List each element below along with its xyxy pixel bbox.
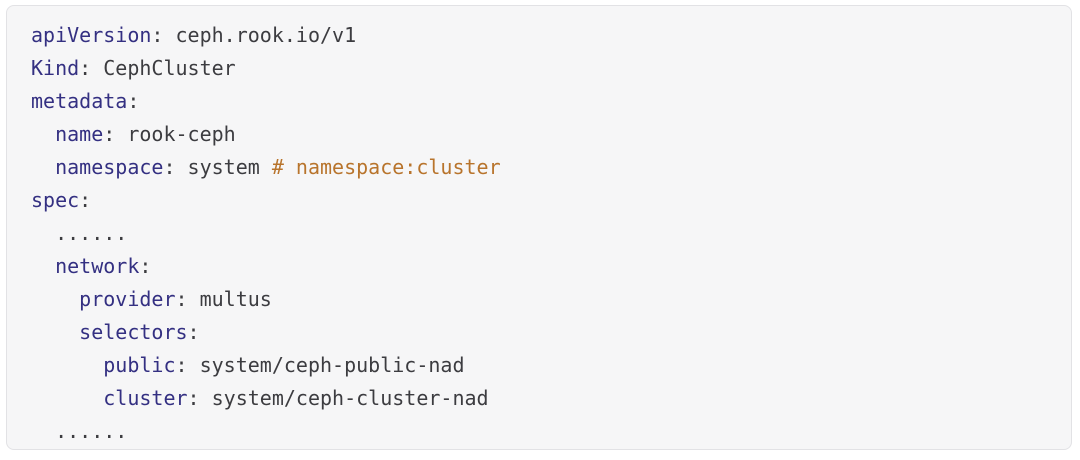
code-line: cluster: system/ceph-cluster-nad xyxy=(31,382,1047,415)
yaml-key-token: Kind xyxy=(31,56,80,80)
yaml-key-token: cluster xyxy=(103,386,188,410)
code-line: namespace: system # namespace:cluster xyxy=(31,151,1047,184)
yaml-key-token: provider xyxy=(79,287,176,311)
yaml-plain-token: ...... xyxy=(31,419,128,443)
yaml-plain-token xyxy=(31,254,55,278)
code-line: spec: xyxy=(31,184,1047,217)
yaml-plain-token: : system/ceph-cluster-nad xyxy=(187,386,489,410)
code-line: provider: multus xyxy=(31,283,1047,316)
yaml-key-token: apiVersion xyxy=(31,23,152,47)
yaml-plain-token xyxy=(31,320,79,344)
yaml-plain-token: : ceph.rook.io/v1 xyxy=(151,23,357,47)
code-line: ...... xyxy=(31,217,1047,250)
yaml-plain-token: : system xyxy=(163,155,272,179)
yaml-plain-token: : rook-ceph xyxy=(103,122,236,146)
yaml-plain-token xyxy=(31,155,55,179)
code-line: network: xyxy=(31,250,1047,283)
yaml-comment-token: # namespace:cluster xyxy=(271,155,501,179)
yaml-plain-token: : CephCluster xyxy=(79,56,236,80)
yaml-key-token: public xyxy=(103,353,176,377)
yaml-plain-token xyxy=(31,287,79,311)
yaml-plain-token: : multus xyxy=(175,287,272,311)
yaml-key-token: namespace xyxy=(55,155,164,179)
yaml-plain-token: : xyxy=(127,89,140,113)
code-line: ...... xyxy=(31,415,1047,448)
yaml-plain-token xyxy=(31,122,55,146)
yaml-plain-token xyxy=(31,353,103,377)
yaml-key-token: name xyxy=(55,122,104,146)
yaml-plain-token: : xyxy=(139,254,152,278)
yaml-key-token: spec xyxy=(31,188,80,212)
code-line: selectors: xyxy=(31,316,1047,349)
yaml-key-token: selectors xyxy=(79,320,188,344)
yaml-plain-token xyxy=(31,386,103,410)
code-line: public: system/ceph-public-nad xyxy=(31,349,1047,382)
code-line: name: rook-ceph xyxy=(31,118,1047,151)
yaml-plain-token: ...... xyxy=(31,221,128,245)
code-line: Kind: CephCluster xyxy=(31,52,1047,85)
yaml-plain-token: : xyxy=(187,320,200,344)
yaml-key-token: network xyxy=(55,254,140,278)
yaml-key-token: metadata xyxy=(31,89,128,113)
code-line: apiVersion: ceph.rook.io/v1 xyxy=(31,19,1047,52)
yaml-plain-token: : xyxy=(79,188,92,212)
yaml-plain-token: : system/ceph-public-nad xyxy=(175,353,465,377)
code-line: metadata: xyxy=(31,85,1047,118)
